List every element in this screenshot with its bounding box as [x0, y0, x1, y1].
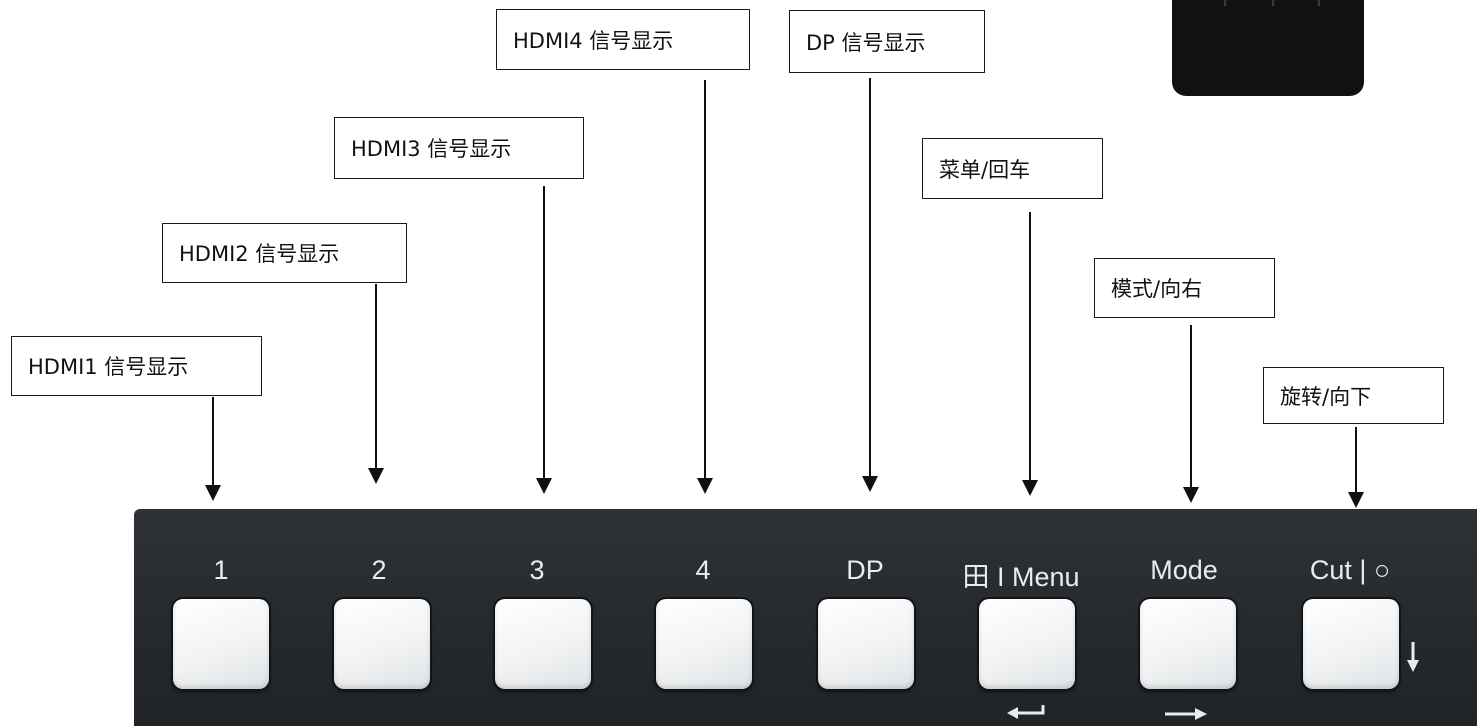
down-arrow-icon	[1407, 642, 1419, 672]
arrow-dp	[862, 78, 878, 492]
enter-arrow-icon	[1007, 705, 1045, 719]
device-groove	[1224, 0, 1226, 6]
callout-hdmi2: HDMI2 信号显示	[162, 223, 407, 283]
callout-dp: DP 信号显示	[789, 10, 985, 73]
key-label-cut: Cut | ○	[1309, 555, 1391, 585]
device-groove	[1318, 0, 1320, 6]
arrow-hdmi1	[205, 397, 221, 501]
device-corner	[1172, 0, 1364, 96]
device-groove	[1272, 0, 1274, 6]
arrow-cut	[1348, 427, 1364, 508]
arrow-hdmi4	[697, 80, 713, 494]
callout-hdmi4: HDMI4 信号显示	[496, 9, 750, 70]
arrow-menu	[1022, 212, 1038, 496]
arrow-hdmi3	[536, 186, 552, 494]
key-label-1: 1	[213, 555, 229, 585]
cut-rotate-down-button[interactable]	[1303, 599, 1399, 689]
key-1-button[interactable]	[173, 599, 269, 689]
key-label-2: 2	[371, 555, 387, 585]
key-4-button[interactable]	[656, 599, 752, 689]
callout-hdmi3: HDMI3 信号显示	[334, 117, 584, 179]
key-label-dp: DP	[846, 555, 884, 585]
key-2-button[interactable]	[334, 599, 430, 689]
dp-button[interactable]	[818, 599, 914, 689]
callout-menu: 菜单/回车	[922, 138, 1103, 199]
key-label-3: 3	[529, 555, 545, 585]
arrow-hdmi2	[368, 284, 384, 484]
key-label-mode: Mode	[1150, 555, 1218, 585]
key-label-4: 4	[695, 555, 711, 585]
mode-right-button[interactable]	[1140, 599, 1236, 689]
callout-mode: 模式/向右	[1094, 258, 1275, 318]
callout-cut: 旋转/向下	[1263, 367, 1444, 424]
menu-enter-button[interactable]	[979, 599, 1075, 689]
callout-hdmi1: HDMI1 信号显示	[11, 336, 262, 396]
key-label-menu: 田 I Menu	[962, 562, 1080, 592]
arrow-mode	[1183, 325, 1199, 503]
right-arrow-icon	[1165, 708, 1207, 720]
key-3-button[interactable]	[495, 599, 591, 689]
